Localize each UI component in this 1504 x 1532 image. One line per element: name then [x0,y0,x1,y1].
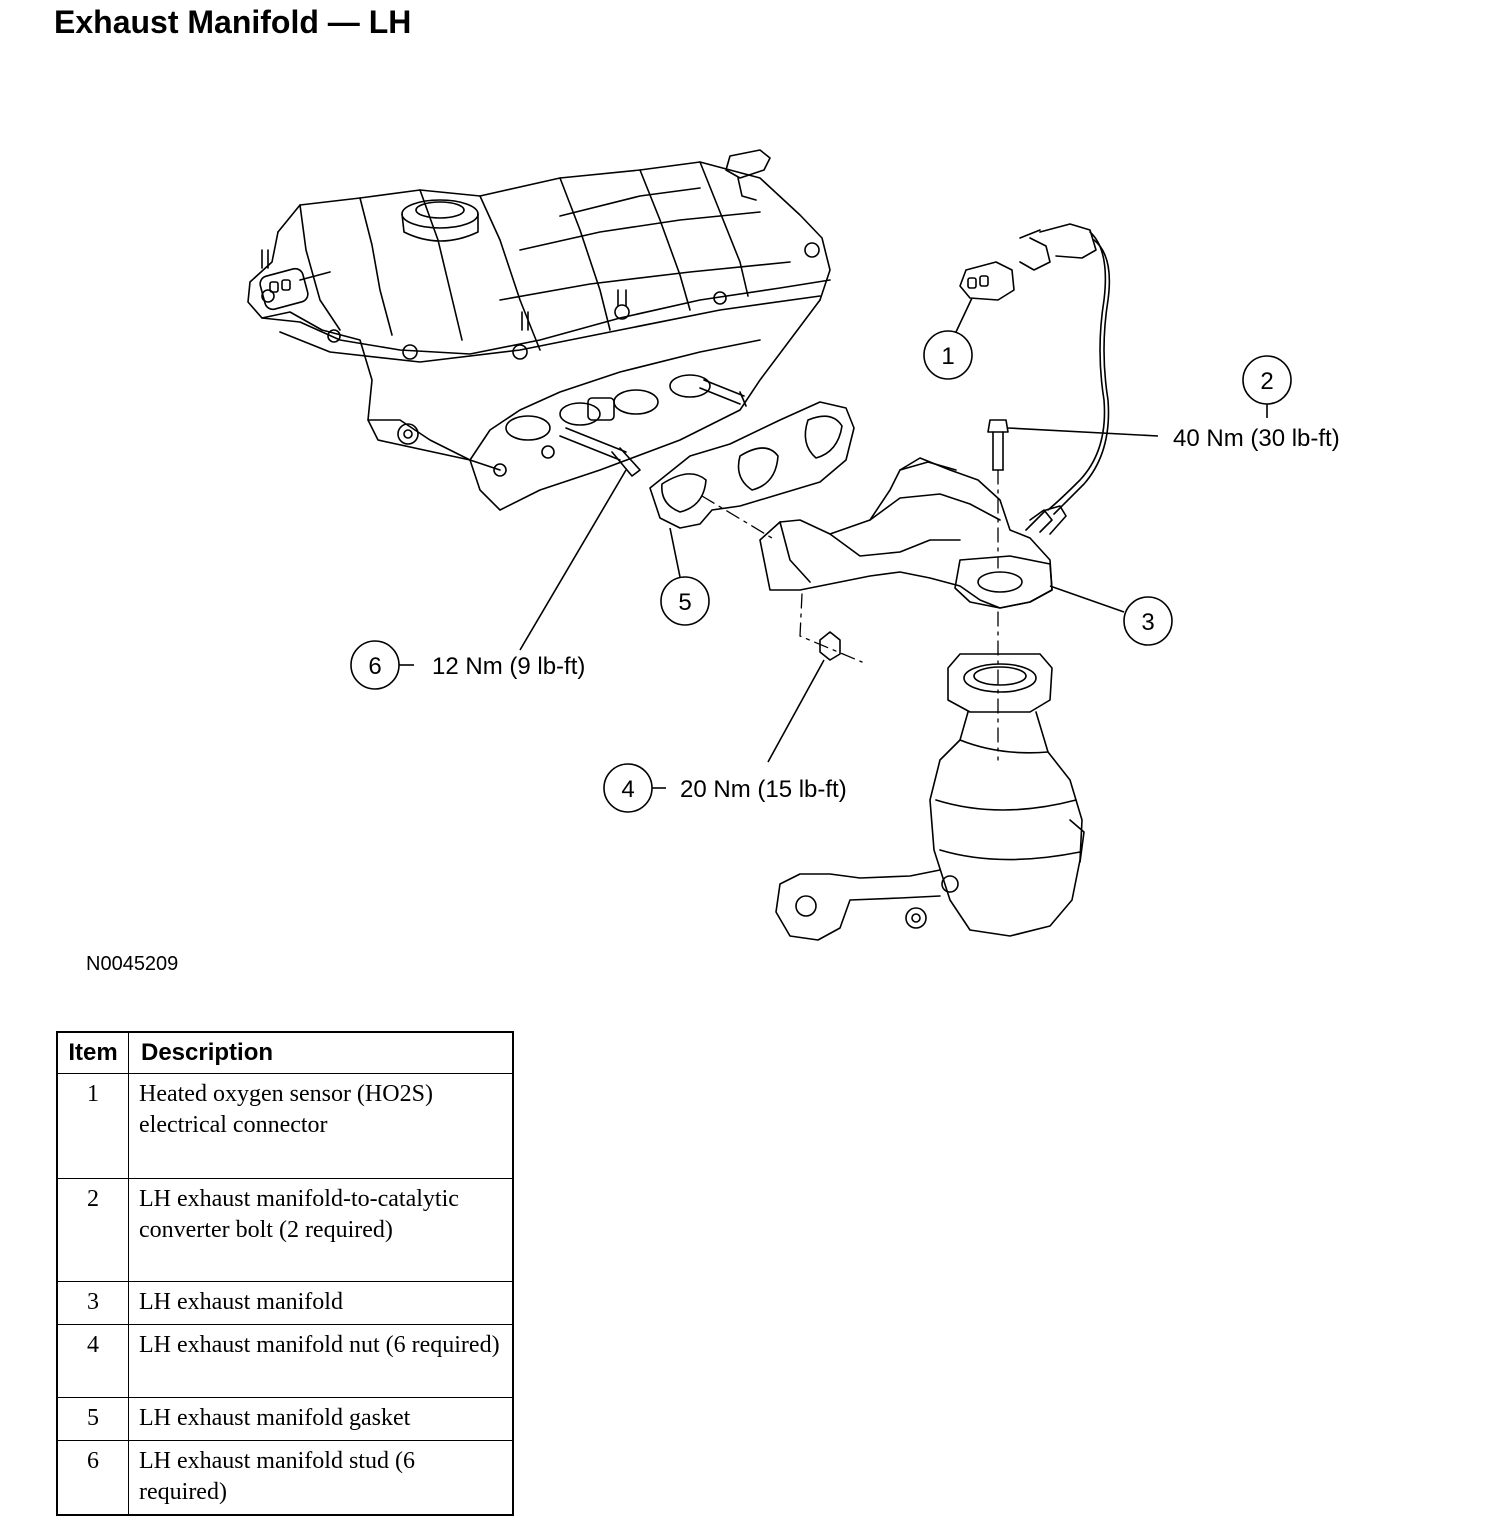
column-header-item: Item [56,1031,129,1074]
callout-6-number: 6 [368,653,381,680]
alignment-lines [701,469,999,761]
callout-6-torque: 12 Nm (9 lb-ft) [432,653,585,680]
exhaust-manifold-diagram: 1 2 3 4 5 6 40 Nm (30 lb-ft) 20 Nm (15 l… [247,149,1340,941]
item-description: LH exhaust manifold stud (6 required) [128,1440,514,1516]
item-number: 2 [56,1178,129,1282]
page-title: Exhaust Manifold — LH [54,4,412,40]
table-header-row: Item Description [56,1031,514,1074]
callout-1-circle [923,330,973,380]
nut-drawing [819,631,841,661]
item-number: 3 [56,1281,129,1325]
callout-2-number: 2 [1260,368,1273,395]
exhaust-manifold-drawing [759,457,1067,609]
figure-id: N0045209 [86,953,179,975]
cylinder-head-drawing [247,149,831,511]
table-row: 5 LH exhaust manifold gasket [56,1397,514,1441]
item-number: 4 [56,1324,129,1398]
callout-4-torque: 20 Nm (15 lb-ft) [680,776,847,803]
table-row: 6 LH exhaust manifold stud (6 required) [56,1440,514,1516]
item-description: Heated oxygen sensor (HO2S) electrical c… [128,1073,514,1179]
callout-5-number: 5 [678,589,691,616]
oxygen-sensor-drawing [259,223,1111,515]
callout-2-torque: 40 Nm (30 lb-ft) [1173,425,1340,452]
item-description: LH exhaust manifold gasket [128,1397,514,1441]
bolt-drawing [987,419,1009,471]
item-description: LH exhaust manifold nut (6 required) [128,1324,514,1398]
item-description: LH exhaust manifold [128,1281,514,1325]
catalytic-converter-drawing [775,653,1085,941]
item-description: LH exhaust manifold-to-catalytic convert… [128,1178,514,1282]
table-row: 1 Heated oxygen sensor (HO2S) electrical… [56,1073,514,1179]
item-number: 6 [56,1440,129,1516]
parts-table: Item Description 1 Heated oxygen sensor … [56,1031,514,1516]
gasket-drawing [649,401,855,529]
item-number: 5 [56,1397,129,1441]
table-row: 3 LH exhaust manifold [56,1281,514,1325]
callout-1-number: 1 [941,343,954,370]
item-number: 1 [56,1073,129,1179]
callout-5-circle [660,576,710,626]
callout-3-number: 3 [1141,609,1154,636]
table-row: 4 LH exhaust manifold nut (6 required) [56,1324,514,1398]
column-header-description: Description [128,1031,514,1074]
callout-3-circle [1123,596,1173,646]
callout-4-number: 4 [621,776,634,803]
table-row: 2 LH exhaust manifold-to-catalytic conve… [56,1178,514,1282]
